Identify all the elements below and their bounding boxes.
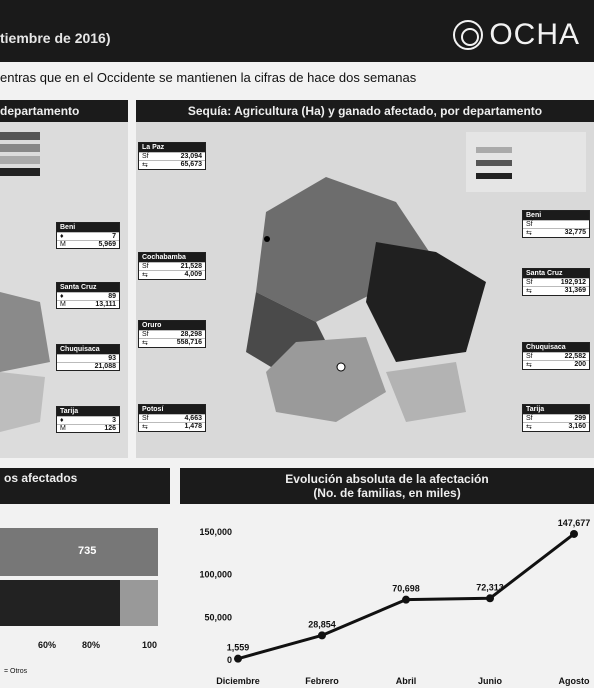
stacked-bar-bottom-light bbox=[120, 580, 158, 626]
data-point bbox=[570, 529, 578, 538]
data-point bbox=[486, 594, 494, 603]
x-tick-label: Diciembre bbox=[216, 676, 260, 686]
data-point bbox=[402, 595, 410, 604]
y-tick-label: 50,000 bbox=[204, 612, 232, 622]
stacked-bar-bottom-dark bbox=[0, 580, 120, 626]
data-point bbox=[318, 631, 326, 640]
x-tick-label: Agosto bbox=[559, 676, 590, 686]
stacked-bar-top bbox=[0, 528, 158, 576]
percent-tick-100: 100 bbox=[142, 640, 158, 650]
percent-tick-80: 80% bbox=[82, 640, 101, 650]
bolivia-map-graphic bbox=[246, 132, 586, 422]
y-tick-label: 100,000 bbox=[199, 570, 232, 580]
report-date-title: tiembre de 2016) bbox=[0, 30, 111, 46]
left-map-graphic bbox=[0, 132, 50, 432]
stacked-bar-top-label: 735 bbox=[78, 545, 97, 557]
left-panel-header: departamento bbox=[0, 100, 128, 122]
data-label: 1,559 bbox=[227, 643, 250, 653]
evolution-chart-title: Evolución absoluta de la afectación bbox=[285, 472, 489, 486]
x-tick-label: Febrero bbox=[305, 676, 339, 686]
map-panel-header: Sequía: Agricultura (Ha) y ganado afecta… bbox=[136, 100, 594, 122]
evolution-chart-header: Evolución absoluta de la afectación (No.… bbox=[180, 468, 594, 504]
y-tick-label: 0 bbox=[227, 655, 232, 665]
data-label: 147,677 bbox=[558, 518, 591, 528]
legend-footnote: = Otros bbox=[4, 668, 28, 675]
x-tick-label: Abril bbox=[396, 676, 417, 686]
ocha-logo: OCHA bbox=[453, 18, 580, 52]
header-bar bbox=[0, 0, 594, 62]
map-box-beni: Beni Sf ⇆32,775 bbox=[522, 210, 590, 238]
report-subtitle: entras que en el Occidente se mantienen … bbox=[0, 70, 417, 85]
un-emblem-icon bbox=[453, 20, 484, 50]
affected-panel-header: os afectados bbox=[0, 468, 170, 504]
data-label: 70,698 bbox=[392, 584, 420, 594]
data-label: 28,854 bbox=[308, 619, 336, 629]
evolution-chart-subtitle: (No. de familias, en miles) bbox=[313, 486, 461, 500]
data-label: 72,313 bbox=[476, 582, 504, 592]
y-tick-label: 150,000 bbox=[199, 527, 232, 537]
data-point bbox=[234, 654, 242, 663]
x-tick-label: Junio bbox=[478, 676, 503, 686]
left-box-chuquisaca: Chuquisaca 93 21,088 bbox=[56, 344, 120, 371]
ocha-logo-text: OCHA bbox=[489, 18, 580, 51]
percent-tick-60: 60% bbox=[38, 640, 57, 650]
